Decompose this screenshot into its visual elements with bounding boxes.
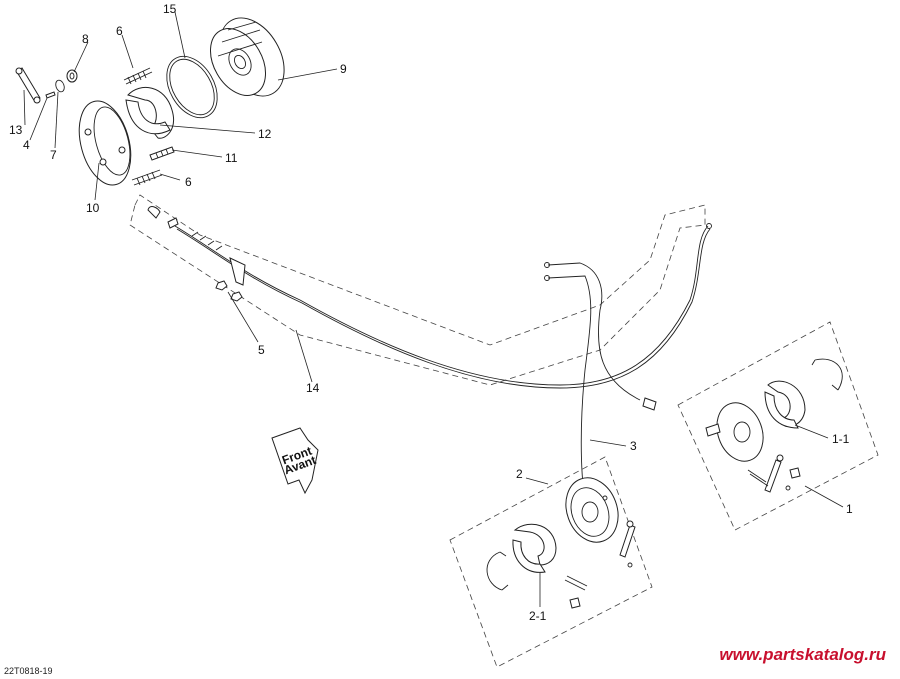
front-direction-arrow: Front Avant [271,427,319,495]
spring-part-6-lower [131,169,163,186]
watermark-text: www.partskatalog.ru [719,645,886,664]
brake-lever-part-13 [15,67,41,104]
callout-6-lower: 6 [185,175,192,189]
callout-5: 5 [258,343,265,357]
callout-2: 2 [516,467,523,481]
callout-9: 9 [340,62,347,76]
callout-11: 11 [225,151,238,165]
brake-shoes-part-12 [125,87,174,139]
callout-4: 4 [23,138,30,152]
right-brake-group-outline [677,321,879,531]
callout-8: 8 [82,32,89,46]
brake-assembly-part-1 [705,358,843,493]
leader-lines [23,11,844,607]
drawing-code: 22T0818-19 [4,666,53,676]
clip-part-7 [55,79,65,93]
cable-assembly-outline [129,194,706,386]
callout-12: 12 [258,127,272,141]
callout-6-upper: 6 [116,24,123,38]
spring-part-6-upper [123,67,153,85]
bushing-part-8 [66,69,78,83]
pin-part-4 [45,91,56,99]
cable-part-14 [147,206,712,389]
left-brake-group-outline [449,456,653,668]
callout-1-1: 1-1 [832,432,850,446]
brake-assembly-part-2 [486,477,636,609]
callout-2-1: 2-1 [529,609,547,623]
callout-3: 3 [630,439,637,453]
callout-7: 7 [50,148,57,162]
brake-drum-part-9 [210,17,285,97]
callout-10: 10 [86,201,100,215]
callout-13: 13 [9,123,23,137]
backing-plate-part-10 [78,100,132,186]
nuts-part-5 [215,280,243,302]
adjuster-pin-part-11 [149,146,175,161]
cable-part-3 [544,262,657,501]
callout-1: 1 [846,502,853,516]
callout-14: 14 [306,381,320,395]
seal-ring-part-15 [166,55,218,119]
callout-15: 15 [163,2,177,16]
